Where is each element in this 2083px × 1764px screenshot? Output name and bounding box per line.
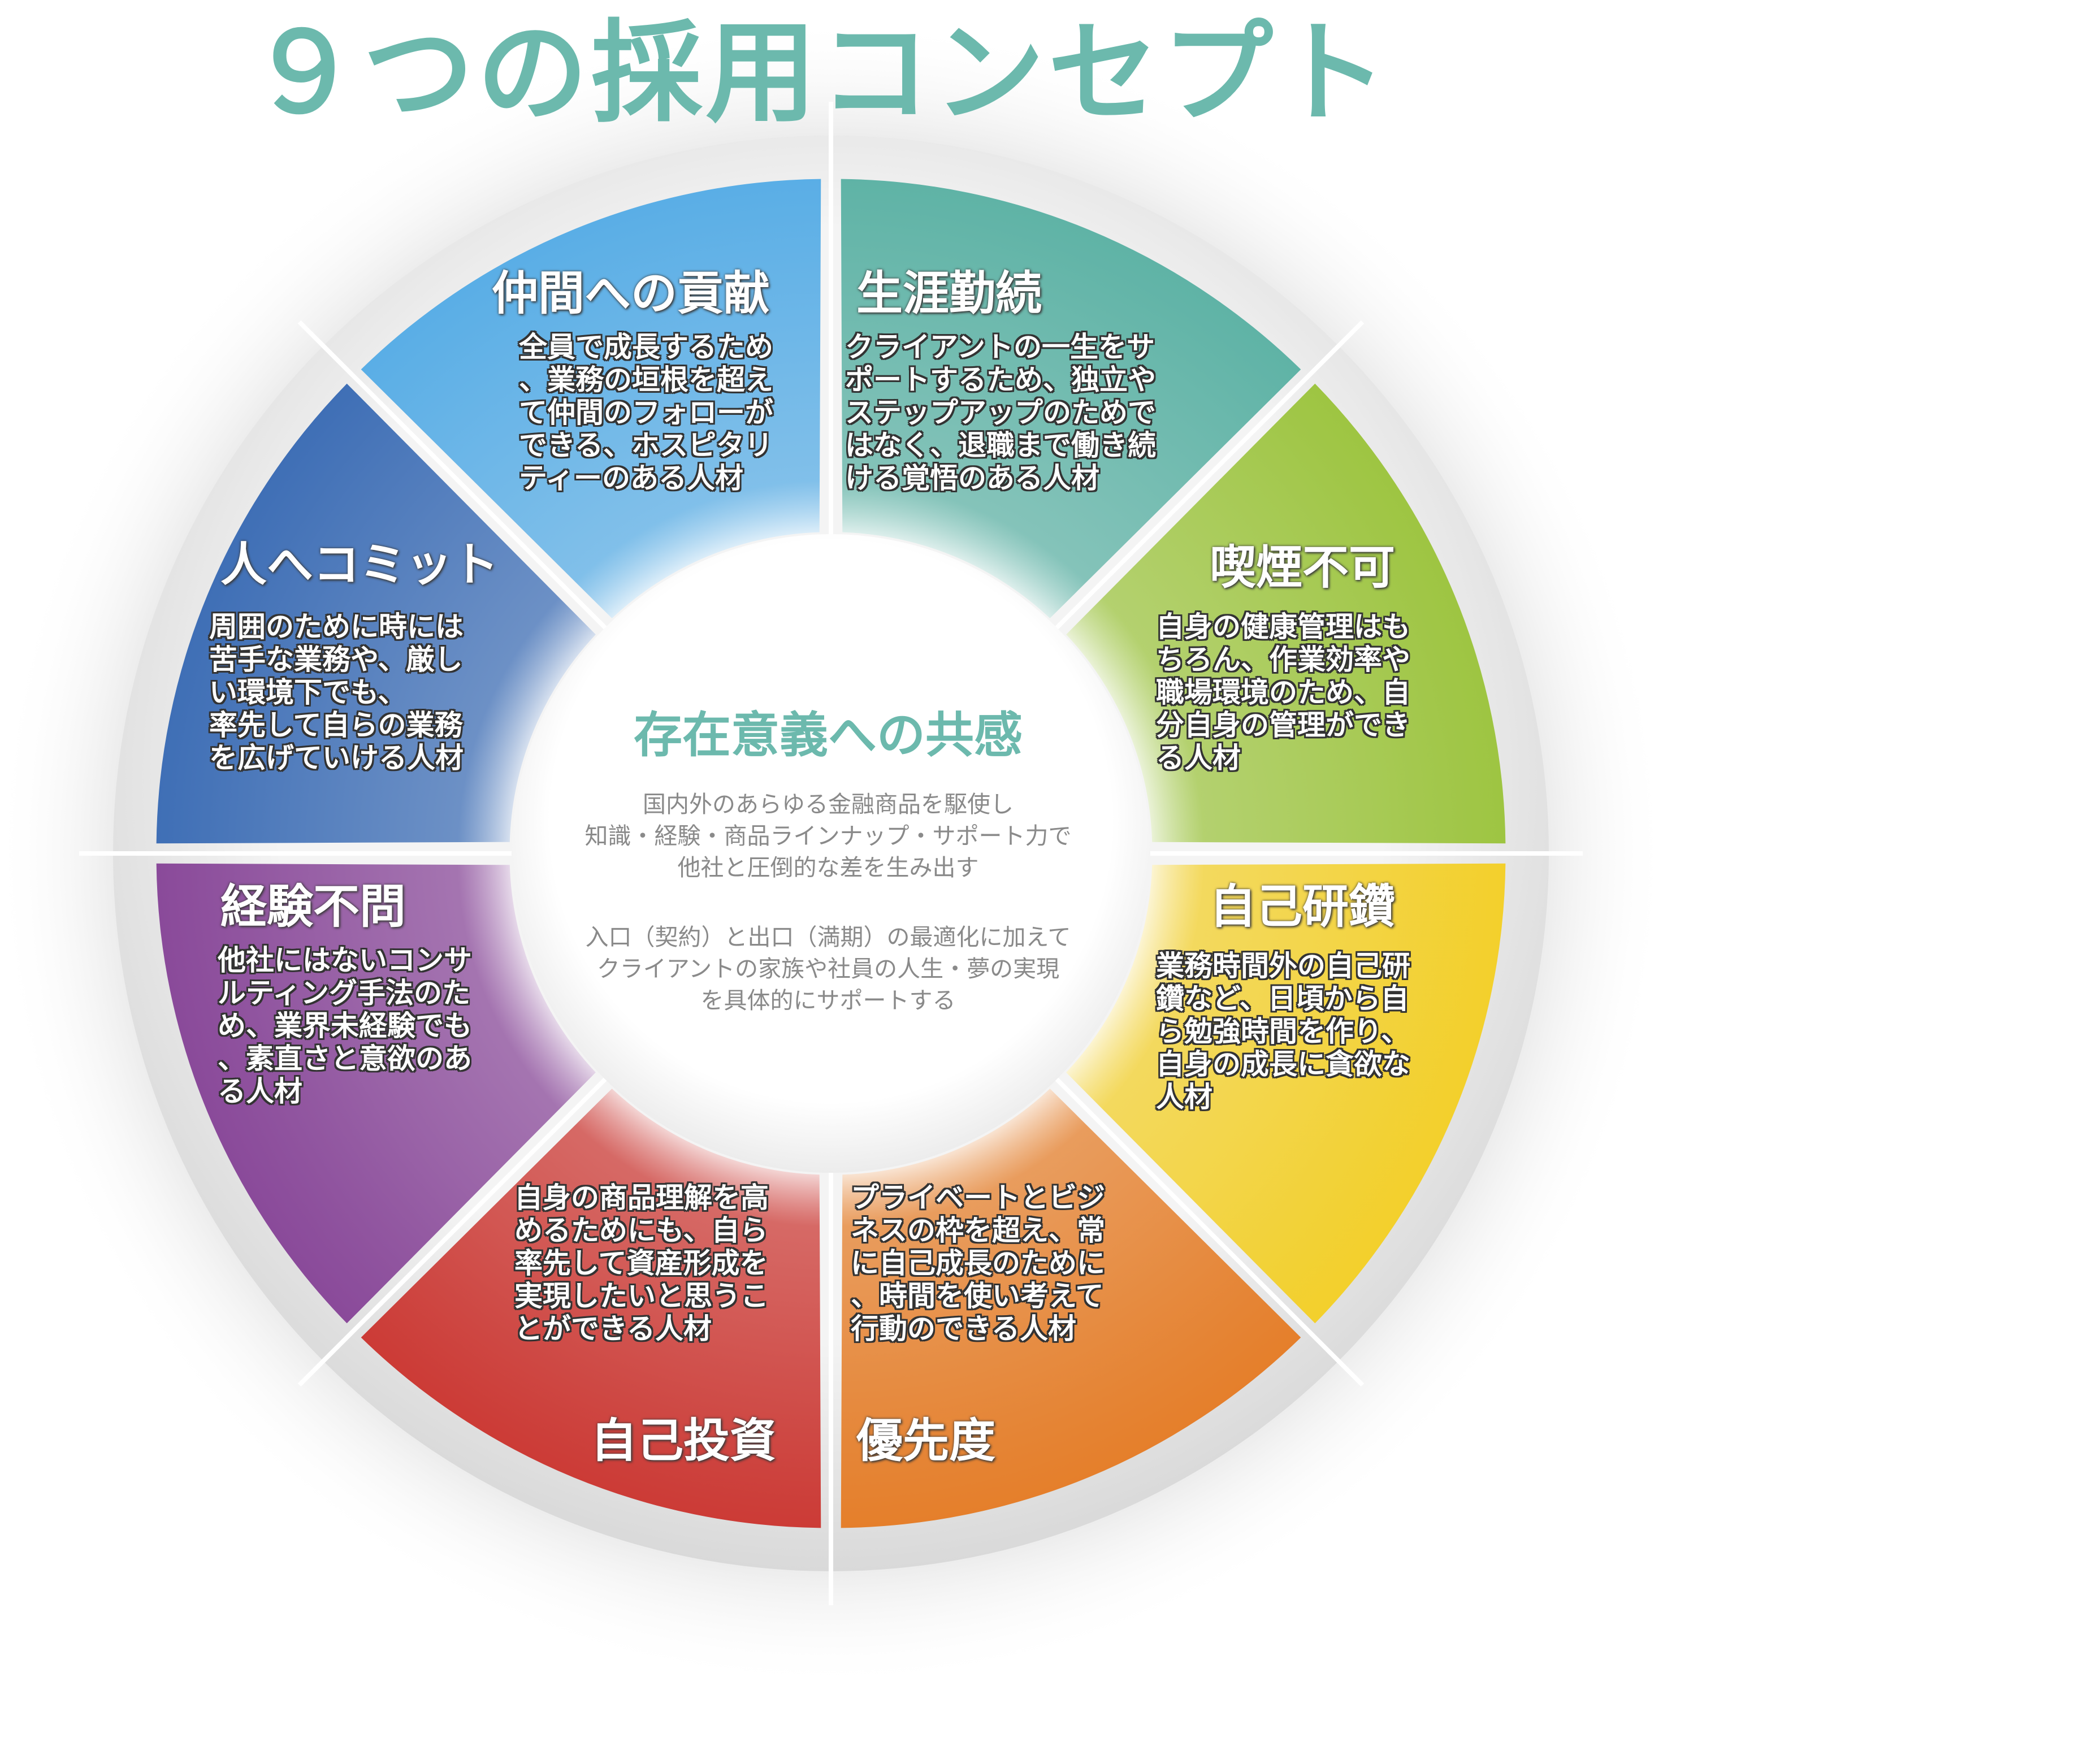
segment-kitsuen <box>1066 863 1506 1324</box>
center-paragraph-1: 国内外のあらゆる金融商品を駆使し 知識・経験・商品ラインナップ・サポート力で 他… <box>584 791 1072 881</box>
segment-desc-nakama: 全員で成長するため 、業務の垣根を超え て仲間のフォローが できる、ホスピタリ … <box>519 331 773 495</box>
center-paragraph-2: 入口（契約）と出口（満期）の最適化に加えて クライアントの家族や社員の人生・夢の… <box>585 924 1071 1014</box>
segment-desc-kitsuen: 自身の健康管理はも ちろん、作業効率や 職場環境のため、自 分自身の管理ができ … <box>1156 610 1410 774</box>
segment-desc-toshi: 自身の商品理解を高 めるためにも、自ら 率先して資産形成を 実現したいと思うこ … <box>514 1181 769 1345</box>
segment-title-commit: 人へコミット <box>220 538 499 592</box>
divider-line <box>297 1072 613 1387</box>
segment-title-kenzan: 自己研鑽 <box>1210 880 1396 934</box>
segment-commit <box>361 179 821 618</box>
segment-desc-commit: 周囲のために時には 苦手な業務や、厳し い環境下でも、 率先して自らの業務 を広… <box>209 610 464 774</box>
segment-desc-yusendo: プライベートとビジ ネスの枠を超え、常 に自己成長のために 、時間を使い考えて … <box>851 1181 1105 1345</box>
segment-title-toshi: 自己投資 <box>591 1414 777 1468</box>
segment-kenzan <box>841 1089 1301 1528</box>
divider-line <box>1049 1072 1365 1387</box>
divider-line <box>297 320 613 635</box>
segment-title-yusendo: 優先度 <box>856 1414 996 1468</box>
segment-desc-keiken: 他社にはないコンサ ルティング手法のた め、業界未経験でも 、素直さと意欲のあ … <box>218 944 472 1108</box>
segment-title-keiken: 経験不問 <box>220 880 406 934</box>
segment-title-kitsuen: 喫煙不可 <box>1210 541 1396 595</box>
segment-keiken <box>156 383 596 844</box>
segment-desc-kenzan: 業務時間外の自己研 鑽など、日頃から自 ら勉強時間を作り、 自身の成長に貪欲な … <box>1156 950 1410 1113</box>
dividers-layer <box>79 102 1583 1605</box>
segments-layer <box>156 179 1506 1528</box>
center-circle <box>512 534 1150 1173</box>
segment-shogai <box>1066 383 1506 844</box>
segment-title-shogai: 生涯勤続 <box>856 267 1042 320</box>
segment-title-nakama: 仲間への貢献 <box>492 267 770 320</box>
segment-toshi <box>156 863 596 1324</box>
segment-yusendo <box>361 1089 821 1528</box>
segment-nakama <box>841 179 1301 618</box>
segment-desc-shogai: クライアントの一生をサ ポートするため、独立や ステップアップのためで はなく、… <box>845 331 1156 495</box>
divider-line <box>1049 320 1365 635</box>
page-title: ９つの採用コンセプト <box>249 9 1391 138</box>
center-title: 存在意義への共感 <box>634 707 1023 764</box>
